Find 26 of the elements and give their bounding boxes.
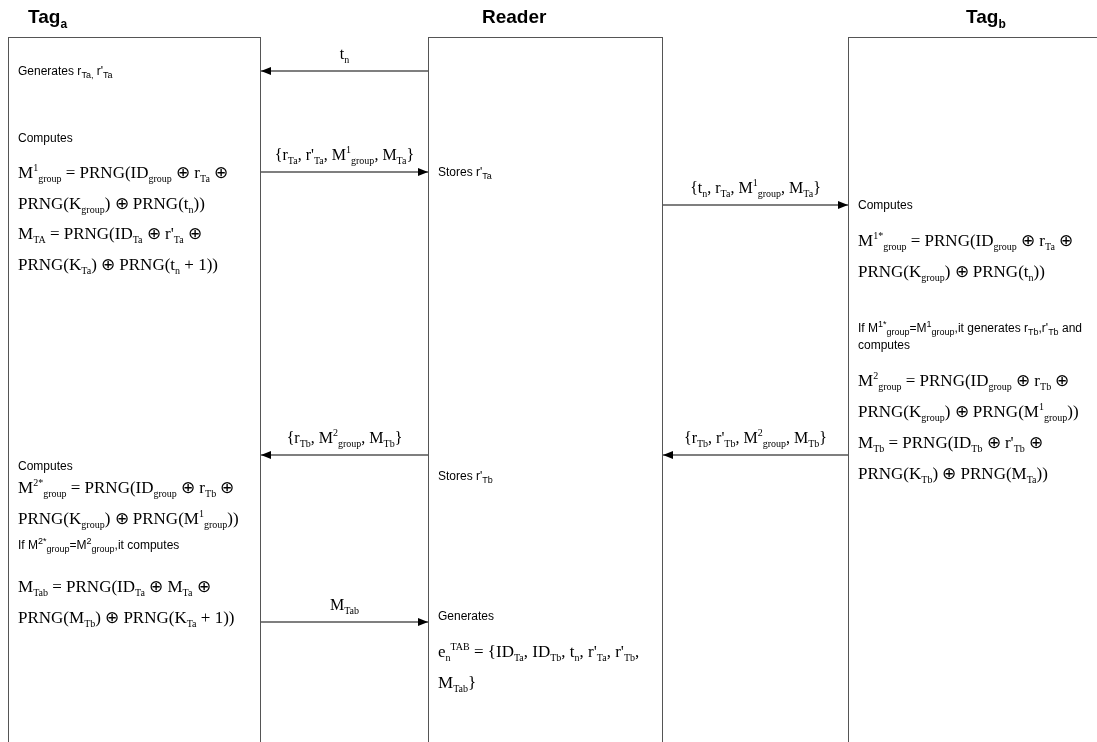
formula: M$_{Tb}$ = PRNG(ID$_{Tb}$ ⊕ r'$_{Tb}$ ⊕ PRNG(K$_{Tb}$) ⊕ PRNG(M$_{Ta}$)) bbox=[858, 432, 1049, 488]
step-text: Computes bbox=[18, 130, 74, 147]
step-text: If M$^{1*}$$_{group}$=M$^{1}$$_{group}$,it generates r$_{Tb}$,r'$_{Tb}$ and computes bbox=[858, 320, 1083, 354]
formula: M$^{2}$$_{group}$ = PRNG(ID$_{group}$ ⊕ r$_{Tb}$ ⊕ PRNG(K$_{group}$) ⊕ PRNG(M$^{1}$$_{group}$)) bbox=[858, 369, 1080, 426]
step-text: Generates bbox=[438, 608, 496, 625]
lane-heading: Tag$_{b}$ bbox=[966, 6, 1006, 31]
formula: M$_{TA}$ = PRNG(ID$_{Ta}$ ⊕ r'$_{Ta}$ ⊕ PRNG(K$_{Ta}$) ⊕ PRNG(t$_{n}$ + 1)) bbox=[18, 223, 219, 279]
step-text: Stores r'$_{Ta}$ bbox=[438, 164, 493, 181]
formula: e$_{n}$$^{TAB}$ = {ID$_{Ta}$, ID$_{Tb}$, t$_{n}$, r'$_{Ta}$, r'$_{Tb}$, M$_{Tab}$} bbox=[438, 640, 641, 697]
step-text: Stores r'$_{Tb}$ bbox=[438, 468, 494, 485]
message-arrow bbox=[662, 201, 849, 209]
formula: M$^{2*}$$_{group}$ = PRNG(ID$_{group}$ ⊕ r$_{Tb}$ ⊕ PRNG(K$_{group}$) ⊕ PRNG(M$^{1}$$_{group}$)) bbox=[18, 476, 240, 533]
step-text: Generates r$_{Ta,}$ r'$_{Ta}$ bbox=[18, 63, 114, 80]
step-text: Computes bbox=[18, 458, 74, 475]
message-arrow bbox=[260, 67, 429, 75]
message-arrow bbox=[260, 168, 429, 176]
step-text: Computes bbox=[858, 197, 914, 214]
formula: M$_{Tab}$ = PRNG(ID$_{Ta}$ ⊕ M$_{Ta}$ ⊕ PRNG(M$_{Tb}$) ⊕ PRNG(K$_{Ta}$ + 1)) bbox=[18, 576, 236, 632]
lane-heading: Reader bbox=[482, 6, 547, 28]
message-arrow bbox=[260, 451, 429, 459]
message-arrow bbox=[662, 451, 849, 459]
formula: M$^{1}$$_{group}$ = PRNG(ID$_{group}$ ⊕ r$_{Ta}$ ⊕ PRNG(K$_{group}$) ⊕ PRNG(t$_{n}$)) bbox=[18, 161, 230, 218]
lane-heading: Tag$_{a}$ bbox=[28, 6, 68, 31]
message-arrow bbox=[260, 618, 429, 626]
formula: M$^{1*}$$_{group}$ = PRNG(ID$_{group}$ ⊕ r$_{Ta}$ ⊕ PRNG(K$_{group}$) ⊕ PRNG(t$_{n}$)) bbox=[858, 229, 1075, 286]
step-text: If M$^{2*}$$_{group}$=M$^{2}$$_{group}$,it computes bbox=[18, 537, 181, 554]
